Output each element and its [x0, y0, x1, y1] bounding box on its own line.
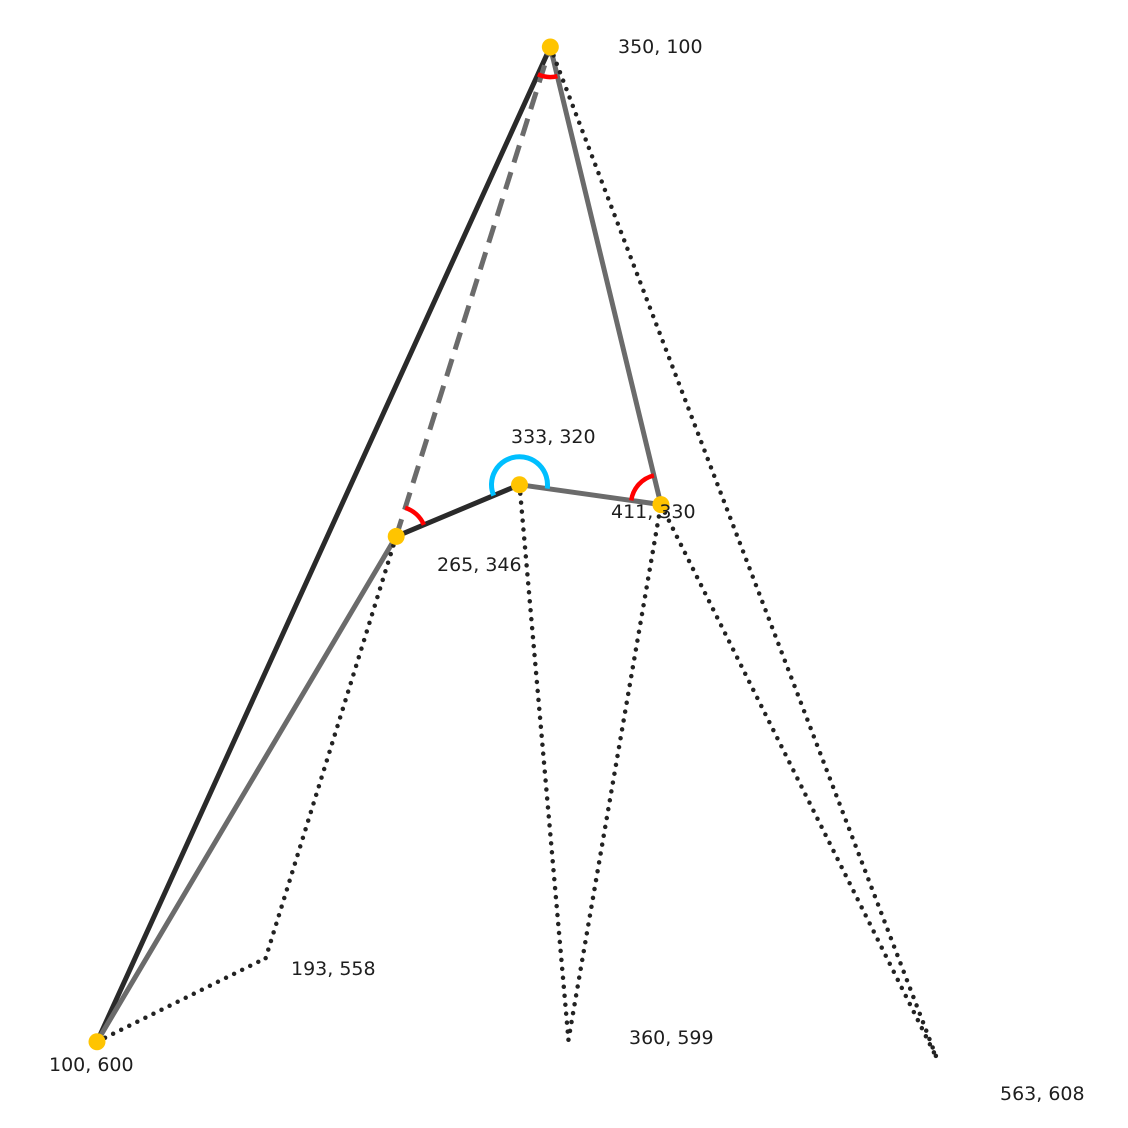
segment-p350_100-p563_608 — [548, 44, 939, 1060]
point-layer — [88, 38, 670, 1051]
segment-p193_558-p265_346 — [263, 534, 399, 961]
point-label-350-100: 350, 100 — [618, 36, 703, 58]
vertex-dot-p350_100 — [541, 38, 559, 56]
point-label-100-600: 100, 600 — [49, 1054, 134, 1076]
segment-layer — [94, 44, 939, 1060]
point-label-333-320: 333, 320 — [511, 426, 596, 448]
point-label-193-558: 193, 558 — [291, 958, 376, 980]
vertex-dot-p265_346 — [387, 527, 405, 545]
vertex-dot-p411_330 — [652, 496, 670, 514]
segment-p360_599-p411_330 — [566, 502, 664, 1043]
label-layer: 350, 100 333, 320 411, 330 265, 346 193,… — [49, 36, 1085, 1105]
point-label-563-608: 563, 608 — [1000, 1083, 1085, 1105]
vertex-dot-p100_600 — [88, 1033, 106, 1051]
segment-p411_330-p350_100 — [547, 44, 664, 508]
vertex-dot-p333_320 — [510, 476, 528, 494]
angle-mark-p350_100 — [536, 72, 558, 80]
angle-mark-p265_346 — [404, 505, 426, 526]
point-label-411-330: 411, 330 — [611, 501, 696, 523]
segment-p411_330-p563_608 — [658, 502, 939, 1060]
angle-mark-layer — [404, 72, 655, 526]
point-label-265-346: 265, 346 — [437, 554, 522, 576]
segment-p100_600-p350_100 — [94, 44, 553, 1045]
angle-mark-p333_320 — [489, 454, 550, 497]
segment-p100_600-p265_346 — [94, 533, 399, 1045]
angle-mark-p411_330 — [629, 473, 655, 501]
point-label-360-599: 360, 599 — [629, 1027, 714, 1049]
segment-p333_320-p360_599 — [517, 482, 571, 1043]
segment-p265_346-p333_320 — [393, 482, 522, 539]
segment-p333_320-p411_330 — [516, 482, 664, 508]
segment-p265_346-p350_100 — [393, 46, 553, 538]
